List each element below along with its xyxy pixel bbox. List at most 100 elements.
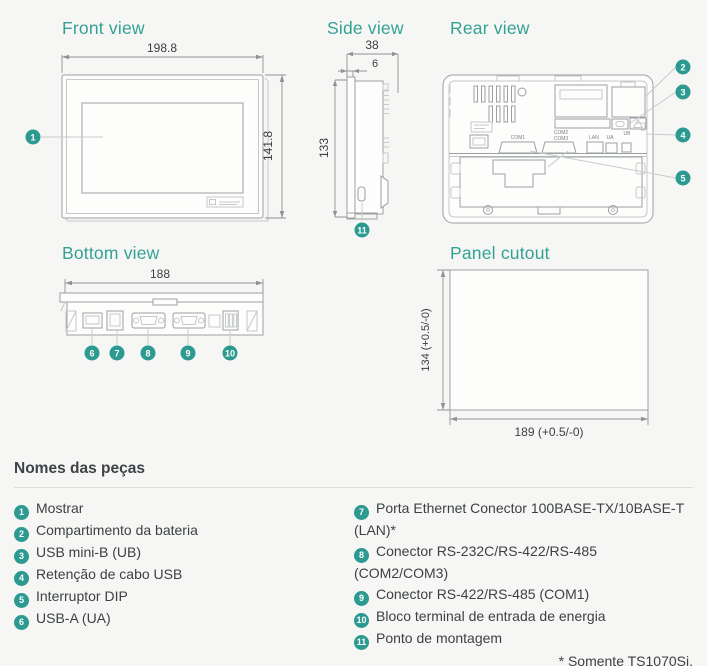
rear-label-com1: COM1 [511, 135, 526, 141]
rear-label-ub: UB [624, 131, 632, 137]
marker-4: 4 [675, 127, 691, 143]
part-item-11: 11 Ponto de montagem [354, 628, 693, 650]
svg-text:6: 6 [89, 348, 94, 358]
marker-6: 6 [84, 345, 100, 361]
part-item-5: 5 Interruptor DIP [14, 586, 354, 608]
part-item-4: 4 Retenção de cabo USB [14, 564, 354, 586]
parts-divider [14, 487, 693, 488]
part-num-4: 4 [14, 571, 29, 586]
part-num-1: 1 [14, 505, 29, 520]
brand-logo [206, 196, 244, 208]
front-display [81, 102, 244, 194]
front-view-title: Front view [62, 18, 145, 38]
part-label-4: Retenção de cabo USB [36, 566, 183, 582]
svg-text:4: 4 [680, 130, 685, 140]
side-mount-slot [357, 186, 366, 202]
rear-label-com2: COM2 [554, 130, 569, 136]
part-num-9: 9 [354, 591, 369, 606]
parts-section: Nomes das peças 1 Mostrar 2 Compartimento … [0, 452, 707, 666]
rear-label-lan: LAN [589, 135, 599, 141]
marker-8: 8 [140, 345, 156, 361]
rear-view-title: Rear view [450, 18, 530, 38]
dim-panel-height: 134 (+0.5/-0) [420, 308, 432, 371]
part-label-10: Bloco terminal de entrada de energia [376, 608, 606, 624]
part-item-3: 3 USB mini-B (UB) [14, 542, 354, 564]
part-label-1: Mostrar [36, 500, 84, 516]
parts-heading: Nomes das peças [14, 460, 145, 477]
part-label-11: Ponto de montagem [376, 630, 503, 646]
dim-side-depth: 38 [365, 38, 379, 52]
marker-5: 5 [675, 170, 691, 186]
dim-panel-width: 189 (+0.5/-0) [514, 425, 583, 439]
rear-screw [517, 87, 527, 97]
part-num-11: 11 [354, 635, 369, 650]
dim-front-height: 141.8 [261, 131, 275, 161]
rear-lan-connector [586, 141, 604, 154]
part-num-6: 6 [14, 615, 29, 630]
rear-battery-compartment [611, 81, 646, 118]
side-view-drawing: 38 6 133 11 [317, 38, 399, 238]
part-label-8: Conector RS-232C/RS-422/RS-485 (COM2/COM… [354, 543, 597, 581]
rear-usb-mini-b [611, 118, 629, 130]
dim-side-bezel: 6 [372, 58, 378, 70]
dim-side-height: 133 [317, 138, 331, 158]
rear-view-drawing: COM1 COM2 COM3 LAN UA UB 2 [442, 59, 691, 224]
part-num-8: 8 [354, 548, 369, 563]
part-num-2: 2 [14, 527, 29, 542]
svg-text:8: 8 [145, 348, 150, 358]
bottom-dsub-com1 [172, 312, 206, 329]
marker-3: 3 [675, 84, 691, 100]
svg-text:9: 9 [185, 348, 190, 358]
bottom-ethernet [106, 310, 124, 331]
rear-com2-com3-connector [541, 141, 577, 154]
side-body [354, 80, 384, 215]
footnote: * Somente TS1070Si. [558, 653, 693, 666]
part-num-5: 5 [14, 593, 29, 608]
part-item-2: 2 Compartimento da bateria [14, 520, 354, 542]
svg-text:11: 11 [357, 225, 367, 235]
rear-usb-a-connector [605, 142, 618, 154]
panel-cutout-rect [449, 269, 649, 411]
marker-7: 7 [109, 345, 125, 361]
marker-10: 10 [222, 345, 238, 361]
bottom-usb-a [82, 312, 103, 329]
bottom-power-terminal [222, 310, 239, 331]
dim-front-width: 198.8 [147, 41, 177, 55]
front-view-drawing: 198.8 141.8 1 [25, 41, 286, 222]
part-num-10: 10 [354, 613, 369, 628]
part-label-5: Interruptor DIP [36, 588, 128, 604]
svg-text:7: 7 [114, 348, 119, 358]
bottom-dsub-com2-com3 [131, 312, 166, 329]
svg-text:5: 5 [680, 173, 685, 183]
part-label-2: Compartimento da bateria [36, 522, 198, 538]
rear-label-ua: UA [607, 135, 615, 141]
part-label-3: USB mini-B (UB) [36, 544, 142, 560]
part-num-7: 7 [354, 505, 369, 520]
rear-vents [473, 85, 516, 123]
rear-cable-retention [636, 122, 646, 131]
marker-2: 2 [675, 59, 691, 75]
panel-cutout-drawing: 134 (+0.5/-0) 189 (+0.5/-0) [420, 269, 649, 439]
svg-text:2: 2 [680, 62, 685, 72]
svg-text:3: 3 [680, 87, 685, 97]
marker-1: 1 [25, 129, 41, 145]
side-view-title: Side view [327, 18, 404, 38]
bottom-mount-clamps [65, 310, 258, 332]
dim-bottom-width: 188 [150, 267, 170, 281]
parts-column-left: 1 Mostrar 2 Compartimento da bateria 3 USB … [14, 498, 354, 666]
panel-cutout-title: Panel cutout [450, 243, 550, 263]
part-num-3: 3 [14, 549, 29, 564]
marker-9: 9 [180, 345, 196, 361]
svg-text:10: 10 [225, 348, 235, 358]
rear-label-com3: COM3 [554, 136, 569, 142]
side-bezel [346, 76, 356, 219]
svg-text:1: 1 [30, 132, 35, 142]
part-item-10: 10 Bloco terminal de entrada de energia [354, 606, 693, 628]
marker-11: 11 [354, 222, 370, 238]
